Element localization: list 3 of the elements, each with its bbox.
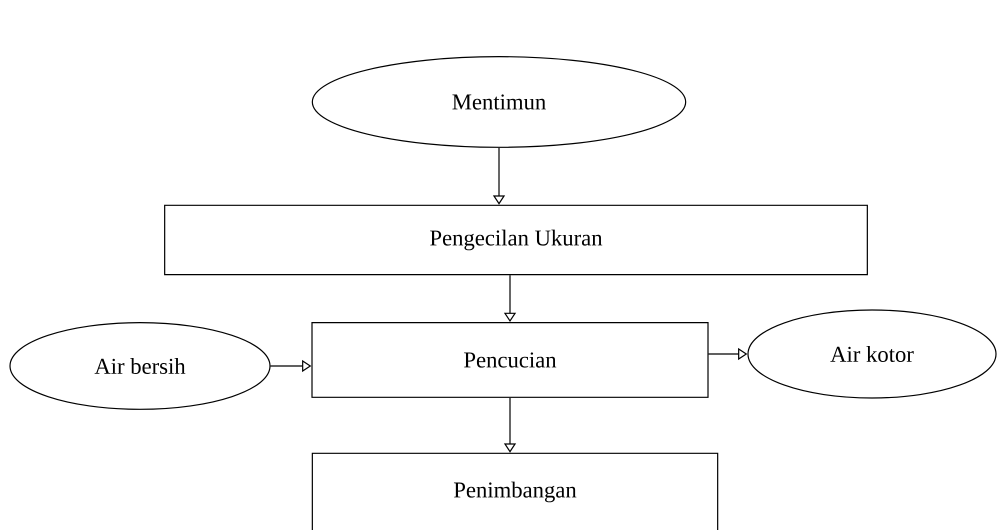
process-box: Pengecilan Ukuran	[164, 204, 868, 276]
process-box: Pencucian	[311, 322, 709, 398]
process-box: Penimbangan	[312, 452, 718, 530]
